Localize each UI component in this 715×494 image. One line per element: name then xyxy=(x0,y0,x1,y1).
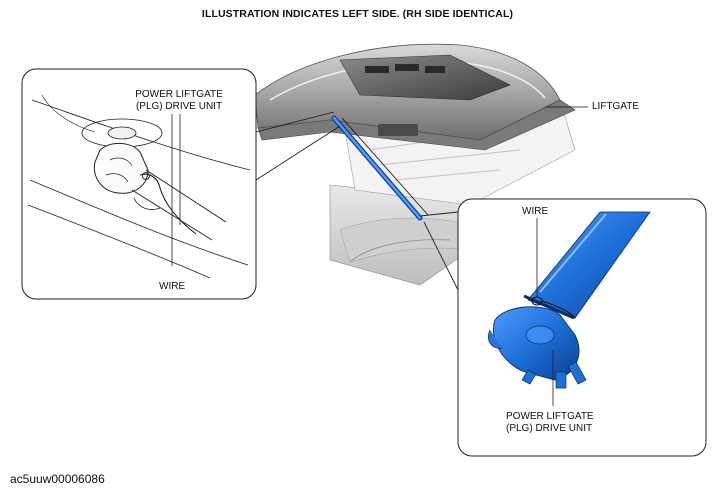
right-drive-unit-label: POWER LIFTGATE (PLG) DRIVE UNIT xyxy=(506,411,594,435)
left-drive-unit-label: POWER LIFTGATE (PLG) DRIVE UNIT xyxy=(124,89,234,113)
right-inset xyxy=(419,198,707,457)
right-wire-label: WIRE xyxy=(522,206,549,217)
left-drive-unit-label-line2: (PLG) DRIVE UNIT xyxy=(135,101,223,112)
right-drive-unit-label-line1: POWER LIFTGATE xyxy=(506,411,594,422)
left-wire-label: WIRE xyxy=(159,281,186,292)
page-title: ILLUSTRATION INDICATES LEFT SIDE. (RH SI… xyxy=(201,8,514,20)
left-inset xyxy=(21,68,341,300)
right-drive-unit-label-line2: (PLG) DRIVE UNIT xyxy=(506,423,593,434)
figure-code: ac5uuw00006086 xyxy=(10,472,105,486)
liftgate-illustration xyxy=(254,43,576,286)
left-drive-unit-label-line1: POWER LIFTGATE xyxy=(135,89,223,100)
liftgate-label: LIFTGATE xyxy=(592,101,640,112)
